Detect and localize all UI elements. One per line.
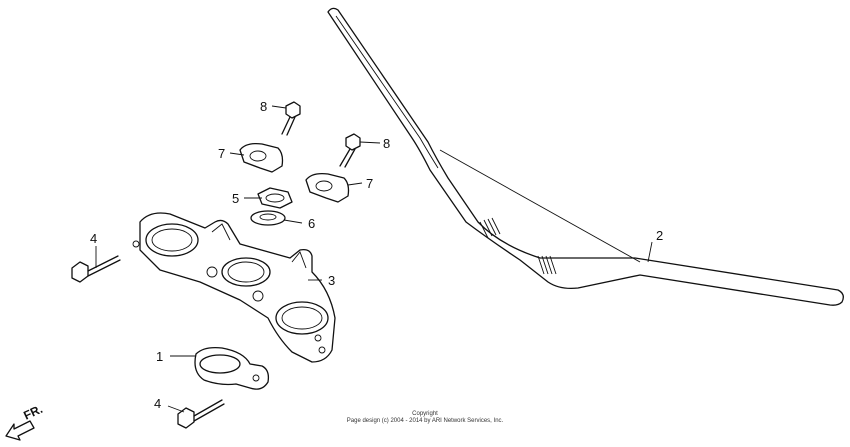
bolt-8-left[interactable] [281, 101, 301, 136]
callout-7-right: 7 [366, 176, 373, 191]
callout-8-left: 8 [260, 99, 267, 114]
callout-1: 1 [156, 349, 163, 364]
lower-holder[interactable] [194, 346, 270, 390]
top-bridge[interactable] [132, 212, 336, 363]
callout-3: 3 [328, 273, 335, 288]
leader-lines [95, 105, 653, 413]
bolt-4-lower[interactable] [177, 399, 225, 429]
copyright-line-1: Copyright [412, 411, 438, 417]
front-direction-label: FR. [21, 402, 44, 423]
upper-holder-7-right[interactable] [305, 172, 350, 203]
copyright-line-2: Page design (c) 2004 - 2014 by ARI Netwo… [346, 418, 504, 424]
handlebar[interactable] [327, 7, 844, 306]
upper-holder-7-left[interactable] [239, 142, 284, 173]
washer-6[interactable] [250, 210, 286, 226]
callout-4-lower: 4 [154, 396, 161, 411]
callout-5: 5 [232, 191, 239, 206]
bolt-4-upper[interactable] [71, 255, 121, 283]
copyright-notice: Copyright Page design (c) 2004 - 2014 by… [300, 411, 550, 425]
callout-2: 2 [656, 228, 663, 243]
callout-6: 6 [308, 216, 315, 231]
callout-7-left: 7 [218, 146, 225, 161]
handlebar-knurl-left [479, 217, 501, 239]
callout-4-upper: 4 [90, 231, 97, 246]
front-direction-arrow [5, 420, 35, 441]
bolt-8-right[interactable] [339, 133, 361, 168]
callout-8-right: 8 [383, 136, 390, 151]
nut-5[interactable] [257, 187, 293, 209]
handlebar-knurl-right [537, 255, 557, 275]
